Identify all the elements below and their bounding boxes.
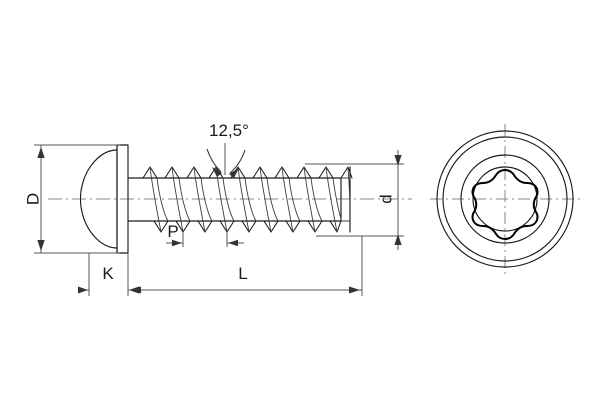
side-view-group	[48, 144, 412, 254]
head-edge-circle	[442, 136, 568, 262]
D-label: D	[23, 193, 42, 205]
d-arrow-bottom	[394, 234, 402, 245]
L-arrow-right	[349, 286, 360, 294]
screw-head-dome	[79, 149, 118, 249]
torx-recess-circle	[472, 166, 538, 232]
angle-arc-right	[229, 149, 246, 174]
dimension-P: P	[166, 222, 244, 247]
dimension-D: D	[23, 144, 120, 254]
d-arrow-top	[394, 155, 402, 166]
D-arrow-bottom	[37, 240, 45, 251]
thread-profile-upper	[142, 166, 353, 179]
head-dome-circle	[460, 154, 550, 244]
dimension-thread-angle: 12,5°	[206, 121, 249, 178]
P-arrow-left	[172, 239, 182, 247]
angle-arrow-right	[229, 168, 239, 178]
dimension-d: d	[305, 150, 404, 250]
L-arrow-left	[130, 286, 141, 294]
P-label: P	[167, 222, 178, 241]
P-arrow-right	[228, 239, 238, 247]
head-outer-circle	[436, 130, 574, 268]
thread-angle-label: 12,5°	[209, 121, 249, 140]
dimension-L: L	[127, 236, 363, 296]
angle-arc-left	[206, 148, 222, 173]
thread-helix-flanks	[149, 166, 351, 233]
K-arrow-left	[78, 286, 88, 294]
top-view-group	[430, 124, 580, 274]
screw-tip-edges	[340, 177, 351, 222]
d-label: d	[376, 194, 395, 203]
torx-star	[471, 169, 539, 240]
D-arrow-top	[37, 147, 45, 158]
L-label: L	[238, 264, 247, 283]
K-label: K	[102, 264, 114, 283]
angle-arrow-left	[212, 167, 222, 177]
